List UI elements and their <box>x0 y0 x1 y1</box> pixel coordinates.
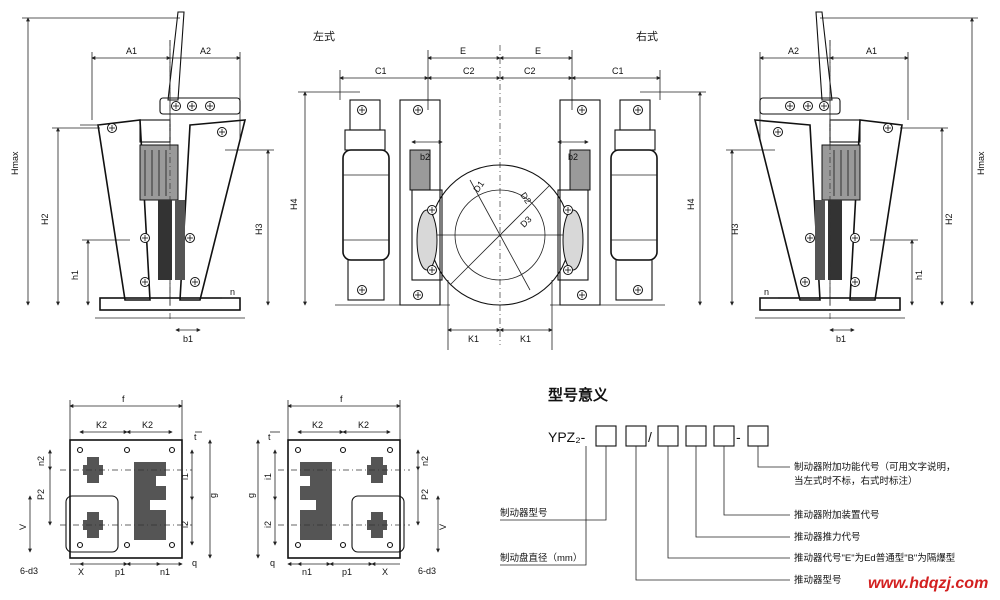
center-front-views: 左式 右式 E E C1 C2 C2 C1 H4 H4 D1 <box>289 29 706 350</box>
dim-k2-plan1-a: K2 <box>96 420 107 430</box>
dim-d1: D1 <box>471 179 486 194</box>
dim-i1-plan2: i1 <box>263 473 273 480</box>
dim-t-plan2: t <box>268 432 271 442</box>
dim-k1-right: K1 <box>520 334 531 344</box>
dim-n1-plan2: n1 <box>302 567 312 577</box>
dim-e-left: E <box>460 46 466 56</box>
dim-k2-plan2-b: K2 <box>358 420 369 430</box>
right-side-view: Hmax H2 h1 H3 A2 A1 n <box>726 11 986 344</box>
model-prefix: YPZ₂- <box>548 429 586 445</box>
dim-n2-plan1: n2 <box>36 456 46 466</box>
legend-item-thrust-code: 推动器推力代号 <box>794 531 861 543</box>
dim-hmax-right: Hmax <box>976 151 986 175</box>
base-plan-left: f K2 K2 n2 P2 V t i1 i2 g <box>18 394 218 577</box>
legend-item-thruster-code: 推动器代号"E"为Ed普通型"B"为隔爆型 <box>794 552 956 564</box>
label-left-style: 左式 <box>313 30 335 43</box>
dim-c2-right: C2 <box>524 66 536 76</box>
model-meaning-legend: 型号意义 YPZ₂- / - 制动器附加功能代号（可用文字说明， 当左式时不标，… <box>500 386 956 586</box>
dim-h3-right: H3 <box>730 223 740 235</box>
dim-p1-plan2: p1 <box>342 567 352 577</box>
dim-i2-plan1: i2 <box>180 521 190 528</box>
dim-h1-right: h1 <box>914 270 924 280</box>
dim-d2: D2 <box>518 190 533 205</box>
dim-hmax-left: Hmax <box>10 151 20 175</box>
legend-item-function-code-note: 当左式时不标，右式时标注） <box>794 475 918 487</box>
dim-v-plan2: V <box>438 524 448 530</box>
dim-n1-plan1: n1 <box>160 567 170 577</box>
dim-h4-left: H4 <box>289 198 299 210</box>
dim-p1-plan1: p1 <box>115 567 125 577</box>
dim-g-plan1: g <box>208 493 218 498</box>
dim-d3-plan2: 6-d3 <box>418 566 436 576</box>
dim-p2-plan2: P2 <box>420 489 430 500</box>
dim-f-plan1: f <box>122 394 125 404</box>
dim-h2-left: H2 <box>40 213 50 225</box>
dim-d3: D3 <box>518 214 533 229</box>
left-side-view: Hmax H2 h1 H3 A1 A2 <box>10 11 274 344</box>
dim-n-right: n <box>764 287 769 297</box>
dim-i2-plan2: i2 <box>263 521 273 528</box>
dim-k2-plan2-a: K2 <box>312 420 323 430</box>
dim-v-plan1: V <box>18 524 28 530</box>
dim-x-plan1: X <box>78 567 84 577</box>
svg-text:-: - <box>736 429 741 445</box>
dim-a1-left: A1 <box>126 46 137 56</box>
legend-item-thruster-model: 推动器型号 <box>794 574 842 586</box>
dim-h3-left: H3 <box>254 223 264 235</box>
watermark-url: www.hdqzj.com <box>868 575 988 592</box>
dim-b2-left: b2 <box>420 152 430 162</box>
dim-a1-right: A1 <box>866 46 877 56</box>
dim-c1-right: C1 <box>612 66 624 76</box>
dim-n2-plan2: n2 <box>420 456 430 466</box>
dim-q-plan1: q <box>192 558 197 568</box>
dim-b1-right: b1 <box>836 334 846 344</box>
legend-item-function-code: 制动器附加功能代号（可用文字说明， <box>794 461 956 473</box>
dim-f-plan2: f <box>340 394 343 404</box>
dim-i1-plan1: i1 <box>180 473 190 480</box>
dim-h4-right: H4 <box>686 198 696 210</box>
dim-q-plan2: q <box>270 558 275 568</box>
dim-e-right: E <box>535 46 541 56</box>
dim-n-left: n <box>230 287 235 297</box>
dim-p2-plan1: P2 <box>36 489 46 500</box>
dim-h2-right: H2 <box>944 213 954 225</box>
dim-g-plan2: g <box>246 493 256 498</box>
dim-k1-left: K1 <box>468 334 479 344</box>
legend-item-accessory-code: 推动器附加装置代号 <box>794 509 880 521</box>
dim-a2-right: A2 <box>788 46 799 56</box>
dim-a2-left: A2 <box>200 46 211 56</box>
dim-b1-left: b1 <box>183 334 193 344</box>
dim-t-plan1: t <box>194 432 197 442</box>
dim-x-plan2: X <box>382 567 388 577</box>
legend-item-disc-diameter: 制动盘直径（mm） <box>500 552 582 564</box>
label-right-style: 右式 <box>636 29 658 43</box>
dim-c1-left: C1 <box>375 66 387 76</box>
dim-h1-left: h1 <box>70 270 80 280</box>
dim-b2-right: b2 <box>568 152 578 162</box>
dim-c2-left: C2 <box>463 66 475 76</box>
base-plan-right: f K2 K2 t i1 i2 g n2 P2 V q n1 p <box>246 394 448 577</box>
dim-d3-plan1: 6-d3 <box>20 566 38 576</box>
legend-item-brake-model: 制动器型号 <box>500 507 548 519</box>
svg-text:/: / <box>648 429 652 445</box>
model-meaning-title: 型号意义 <box>548 386 608 404</box>
dim-k2-plan1-b: K2 <box>142 420 153 430</box>
